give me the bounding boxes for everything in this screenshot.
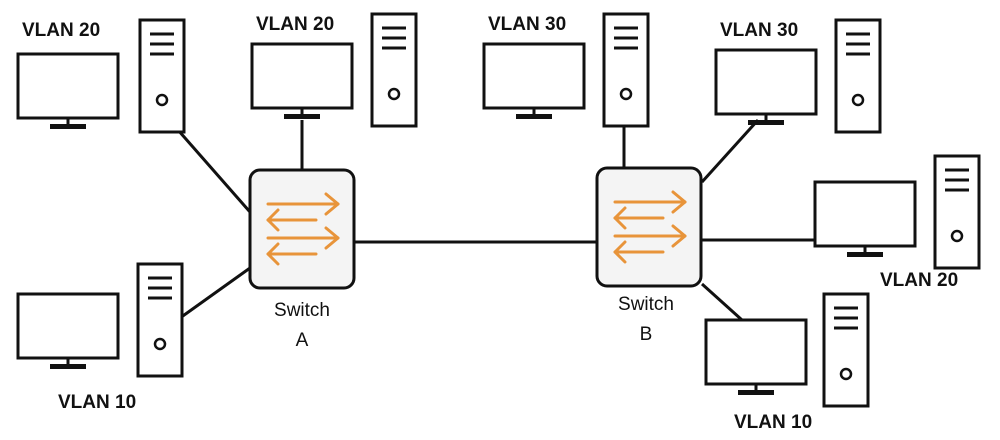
monitor-icon — [813, 180, 917, 259]
host-vlan20-right: VLAN 20 — [813, 154, 981, 291]
monitor-icon — [16, 292, 120, 371]
tower-pc-icon — [138, 18, 186, 134]
link-b-host4 — [700, 118, 760, 184]
host-vlan10-bottom-left: VLAN 10 — [16, 262, 184, 413]
bidirectional-arrows-icon — [248, 168, 356, 290]
vlan-label: VLAN 30 — [720, 20, 798, 41]
tower-pc-icon — [834, 18, 882, 134]
switch-a: Switch A — [248, 168, 356, 351]
tower-pc-icon — [822, 292, 870, 408]
host-vlan20-top-center: VLAN 20 — [250, 12, 418, 128]
monitor-icon — [714, 48, 818, 127]
link-a-host6 — [179, 266, 251, 320]
switch-a-label-line2: A — [296, 330, 309, 351]
monitor-icon — [482, 42, 586, 121]
switch-b: Switch B — [595, 166, 703, 345]
monitor-icon — [16, 52, 120, 131]
switch-a-label-line1: Switch — [274, 300, 330, 321]
tower-pc-icon — [602, 12, 650, 128]
host-vlan10-bottom-right: VLAN 10 — [704, 292, 870, 433]
switch-b-label-line2: B — [640, 324, 653, 345]
tower-pc-icon — [933, 154, 981, 270]
vlan-label: VLAN 10 — [58, 392, 136, 413]
host-vlan30-top-right: VLAN 30 — [714, 18, 882, 134]
bidirectional-arrows-icon — [595, 166, 703, 288]
monitor-icon — [704, 318, 808, 397]
link-a-host1 — [176, 129, 252, 213]
links — [176, 118, 815, 322]
tower-pc-icon — [136, 262, 184, 378]
vlan-label: VLAN 30 — [488, 14, 566, 35]
vlan-label: VLAN 10 — [734, 412, 812, 433]
vlan-label: VLAN 20 — [256, 14, 334, 35]
switch-b-label-line1: Switch — [618, 294, 674, 315]
link-b-host7 — [700, 282, 744, 322]
host-vlan30-top-center: VLAN 30 — [482, 12, 650, 128]
vlan-label: VLAN 20 — [22, 20, 100, 41]
monitor-icon — [250, 42, 354, 121]
tower-pc-icon — [370, 12, 418, 128]
host-vlan20-top-left: VLAN 20 — [16, 18, 186, 134]
vlan-label: VLAN 20 — [880, 270, 958, 291]
